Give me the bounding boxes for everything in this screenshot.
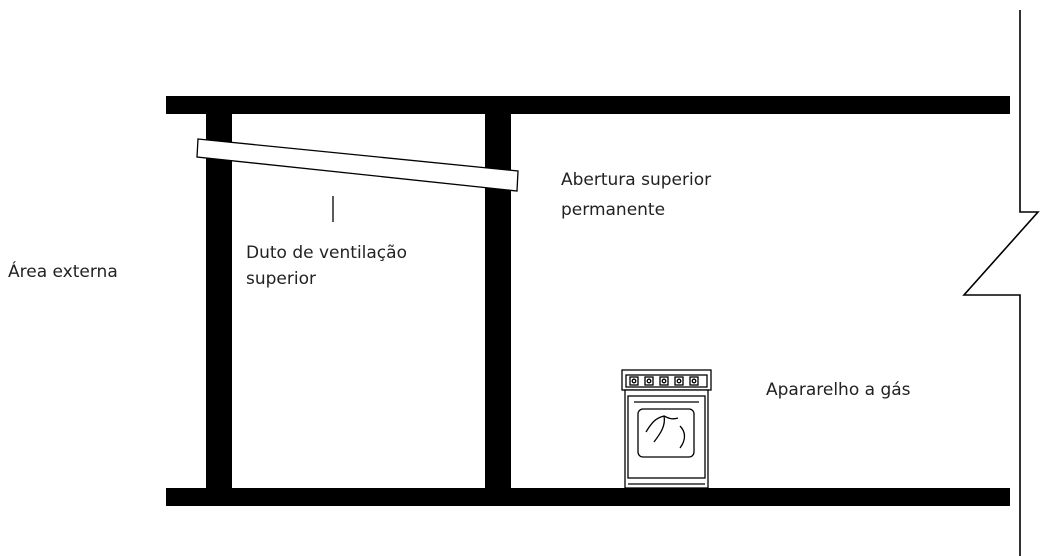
duct-label-line2: superior [246,269,316,289]
appliance-label: Apararelho a gás [766,380,911,400]
ceiling-wall [166,96,1010,114]
duct-label-line1: Duto de ventilação [246,243,407,263]
opening-label-line1: Abertura superior [561,170,712,190]
gas-stove-icon [621,369,712,489]
break-line [962,10,1040,556]
floor-wall [166,488,1010,506]
left-wall [206,96,232,506]
opening-label-line2: permanente [561,200,666,220]
middle-wall [485,96,511,506]
ventilation-duct [196,138,519,192]
external-area-label: Área externa [8,262,118,282]
